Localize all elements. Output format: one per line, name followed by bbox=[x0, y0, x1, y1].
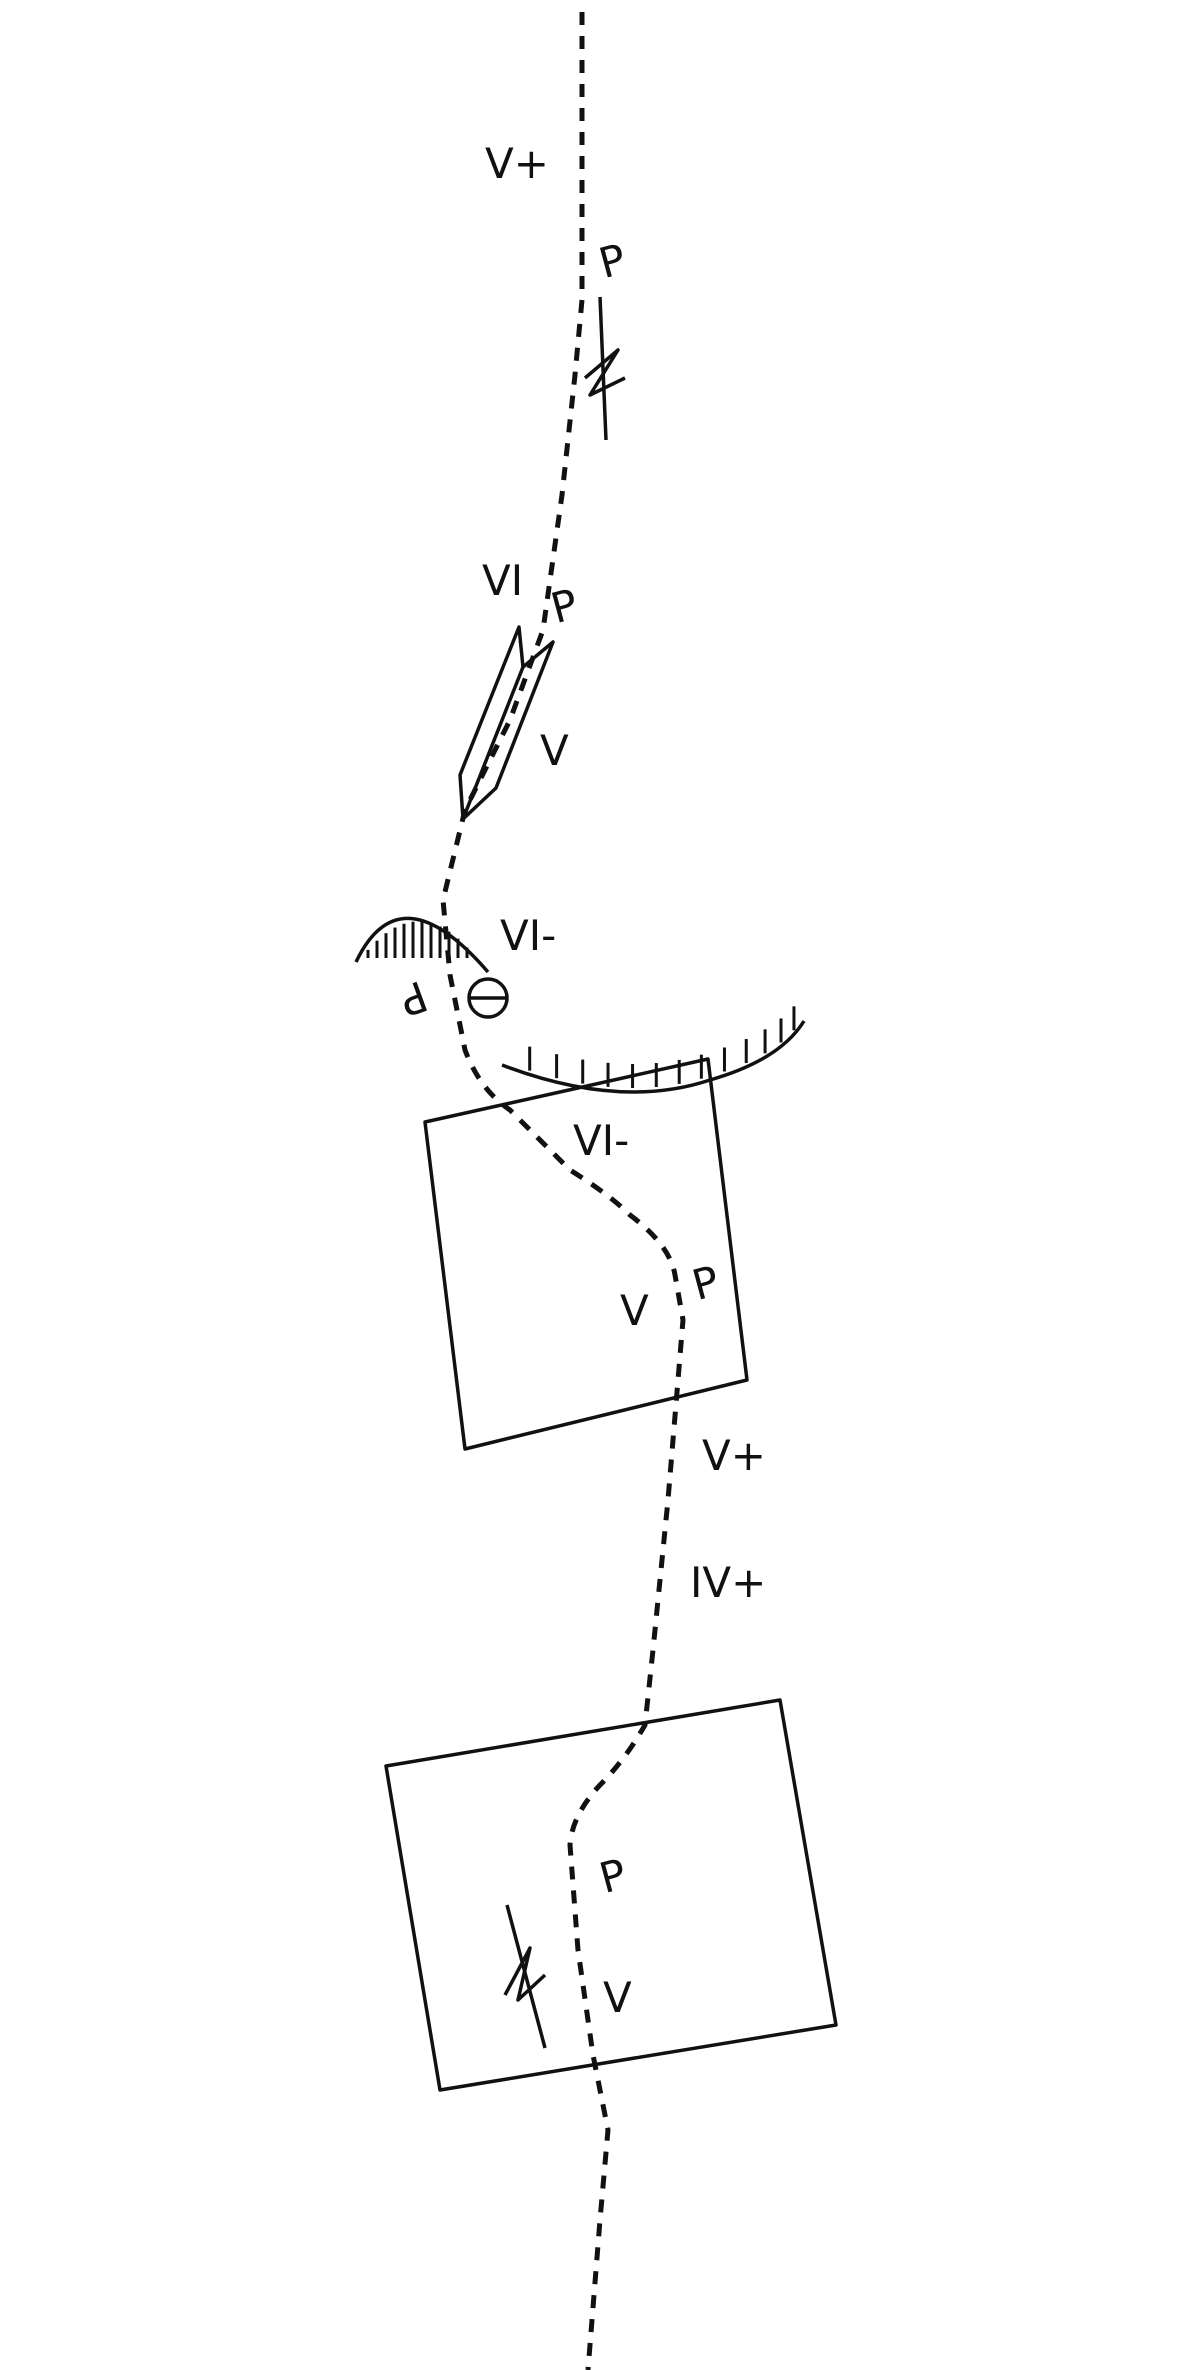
piton-icon bbox=[583, 296, 626, 441]
grade-label: V bbox=[540, 726, 569, 775]
protection-mark: P bbox=[594, 1849, 631, 1903]
route-line bbox=[440, 12, 686, 2370]
protection-mark: P bbox=[594, 234, 631, 288]
grade-label: VI- bbox=[573, 1116, 629, 1165]
grade-label: VI- bbox=[500, 911, 556, 960]
grade-label: V+ bbox=[702, 1431, 766, 1480]
grade-label: V bbox=[603, 1973, 632, 2022]
piton-icon bbox=[503, 1904, 547, 2049]
grade-label: V+ bbox=[485, 139, 549, 188]
grade-label: IV+ bbox=[690, 1558, 766, 1607]
overhang-feature bbox=[501, 1006, 806, 1094]
grade-label: V bbox=[620, 1286, 649, 1335]
slab-block-upper bbox=[423, 1057, 749, 1451]
grade-label: VI bbox=[482, 556, 523, 605]
slab-block-lower bbox=[384, 1698, 838, 2092]
protection-mark: P bbox=[393, 971, 434, 1026]
protection-mark: P bbox=[687, 1256, 724, 1310]
dihedral-feature bbox=[458, 625, 555, 821]
bulge-feature bbox=[354, 916, 509, 1019]
protection-mark: P bbox=[546, 579, 583, 633]
